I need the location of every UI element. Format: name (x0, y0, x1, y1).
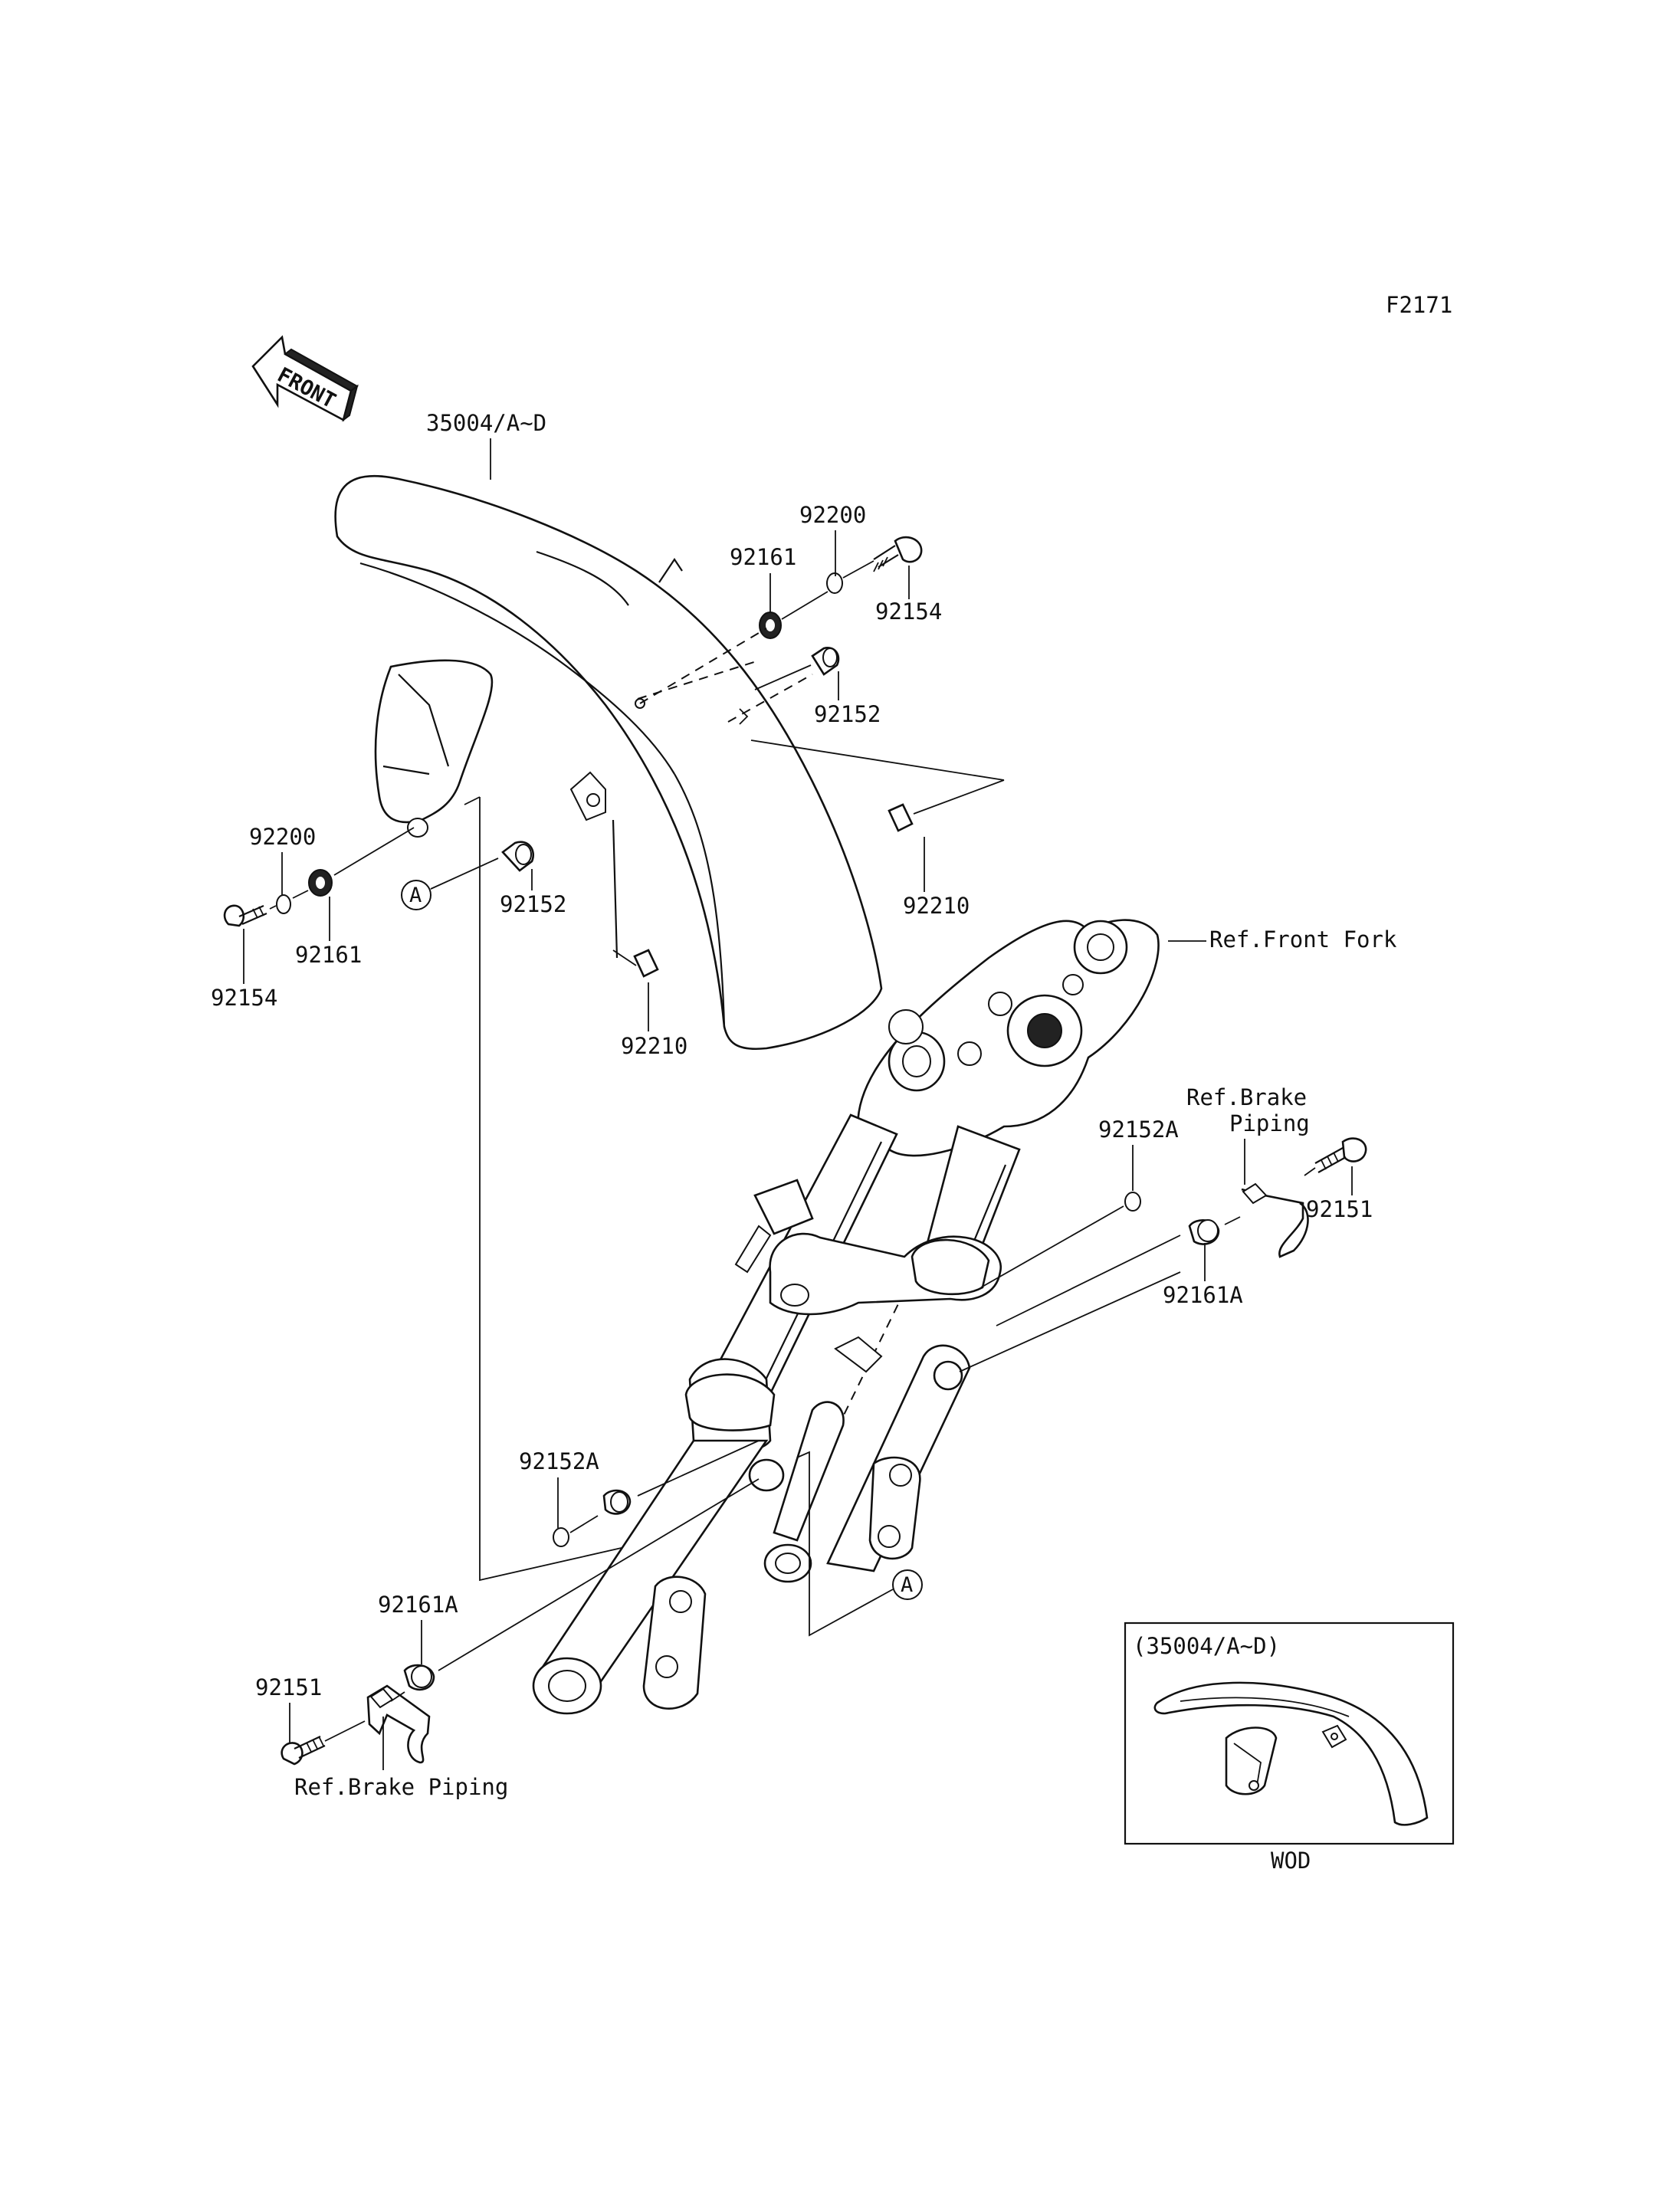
inset-title: (35004/A~D) (1133, 1633, 1280, 1659)
figure-code: F2171 (1386, 292, 1452, 318)
label-92200-top: 92200 (799, 502, 866, 528)
label-92210-right: 92210 (903, 893, 970, 919)
bolt-92154-top-icon (894, 536, 923, 563)
guide-line-left (479, 797, 683, 1582)
label-92151-left: 92151 (255, 1674, 322, 1700)
grommet-92152A-right-icon (1124, 1192, 1141, 1212)
svg-text:A: A (409, 884, 422, 907)
label-92154-top: 92154 (875, 598, 942, 625)
label-92152A-right: 92152A (1098, 1117, 1179, 1143)
clip-92210-right (750, 739, 1005, 832)
washer-92200-top-icon (826, 572, 843, 594)
label-92200-left: 92200 (249, 824, 316, 850)
label-fender: 35004/A~D (426, 410, 546, 436)
left-lower-fasteners (281, 1440, 760, 1766)
callout-a-left: A (401, 857, 499, 910)
front-arrow-icon: FRONT (251, 335, 359, 422)
washer-92200-left-icon (276, 894, 291, 914)
ref-brake-piping-right-2: Piping (1229, 1110, 1310, 1136)
collar-92152-mid (501, 841, 534, 872)
label-92152A-left: 92152A (519, 1448, 599, 1474)
front-fork-assembly (532, 919, 1160, 1715)
label-92152-top: 92152 (814, 701, 881, 727)
callout-a-right: A (796, 1451, 923, 1637)
clip-92210-right-icon (888, 803, 914, 832)
grommet-92152A-left-icon (553, 1527, 569, 1547)
bolt-92154-left-icon (223, 904, 245, 927)
right-lower-fasteners (980, 1137, 1367, 1326)
label-92161-left: 92161 (295, 942, 362, 968)
svg-text:A: A (901, 1573, 913, 1597)
label-92161A-right: 92161A (1163, 1282, 1243, 1308)
label-92210-mid: 92210 (621, 1033, 687, 1059)
clip-92210-mid (612, 949, 659, 978)
left-fasteners (223, 827, 415, 927)
front-fender (334, 474, 883, 1051)
label-92161A-left: 92161A (378, 1592, 458, 1618)
inset-variant-wod: (35004/A~D) WOD (1124, 1622, 1455, 1874)
brake-clamp-right-icon (1241, 1188, 1309, 1258)
label-92161-top: 92161 (730, 544, 796, 570)
bolt-92151-right-icon (1341, 1137, 1367, 1162)
ref-brake-piping-left: Ref.Brake Piping (294, 1774, 508, 1800)
ref-front-fork: Ref.Front Fork (1209, 926, 1397, 953)
ref-brake-piping-right-1: Ref.Brake (1186, 1084, 1307, 1110)
label-92151-right: 92151 (1306, 1196, 1373, 1222)
label-92152-mid: 92152 (500, 891, 566, 917)
upper-right-fasteners (639, 536, 923, 704)
label-92154-left: 92154 (211, 985, 277, 1011)
inset-caption: WOD (1271, 1848, 1311, 1874)
clip-92210-mid-icon (633, 949, 659, 978)
